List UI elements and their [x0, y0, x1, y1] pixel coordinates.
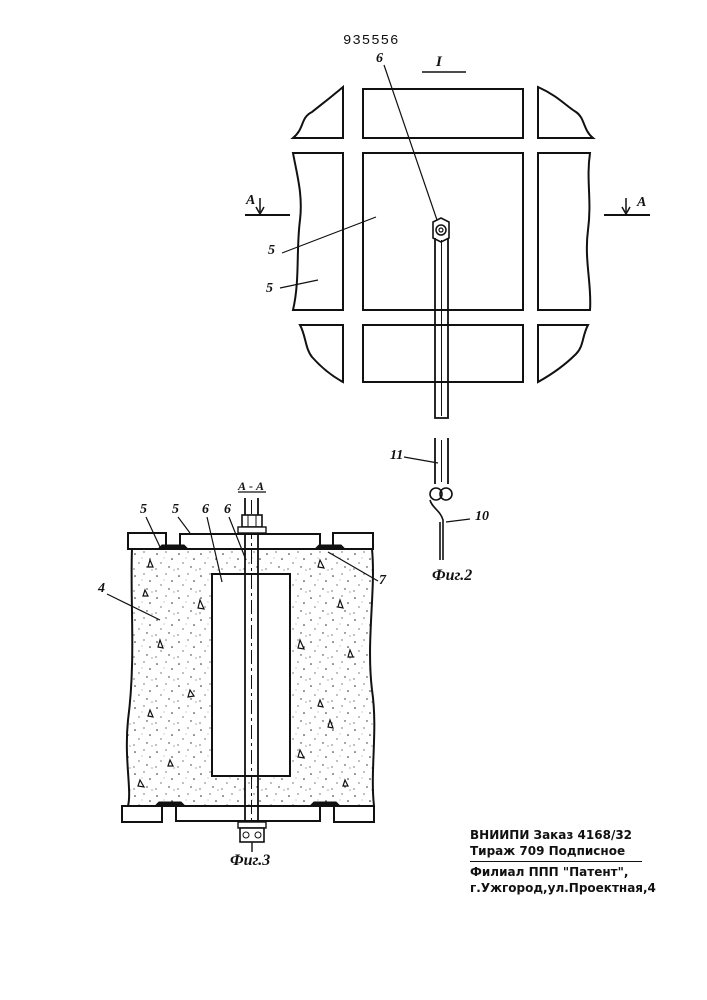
- imprint-line-4: г.Ужгород,ул.Проектная,4: [470, 880, 648, 896]
- patent-number: 935556: [343, 33, 399, 49]
- panel-bottom: [363, 325, 523, 382]
- figure-3: [107, 492, 378, 852]
- callout-panel-a: 5: [268, 244, 275, 258]
- callout-panel-b: 5: [266, 282, 273, 296]
- callout-bolt-fig3: 6: [224, 503, 231, 517]
- imprint-line-3: Филиал ППП "Патент",: [470, 864, 648, 880]
- bottom-plate-left: [122, 806, 162, 822]
- section-mark-left: А: [246, 194, 255, 208]
- top-nut: [242, 515, 262, 527]
- panel-corner-bottom-left: [300, 325, 343, 382]
- figure-2: [245, 65, 650, 560]
- panel-left: [293, 153, 343, 310]
- imprint-block: ВНИИПИ Заказ 4168/32 Тираж 709 Подписное…: [470, 827, 648, 896]
- panel-corner-top-left: [293, 87, 343, 138]
- hook: [430, 500, 443, 560]
- section-title: А - А: [238, 480, 264, 492]
- bottom-nut: [240, 828, 264, 842]
- callout-insert: 6: [202, 503, 209, 517]
- figure-2-caption: Фиг.2: [432, 568, 472, 584]
- callout-hook: 10: [475, 510, 489, 524]
- bottom-plate-center: [176, 806, 320, 821]
- imprint-divider: [470, 861, 642, 862]
- bottom-plate-right: [334, 806, 374, 822]
- panel-right: [538, 153, 590, 310]
- imprint-line-1: ВНИИПИ Заказ 4168/32: [470, 827, 648, 843]
- view-label: I: [436, 55, 442, 70]
- callout-panel-top: 5: [172, 503, 179, 517]
- panel-corner-top-right: [538, 87, 593, 138]
- panel-corner-bottom-right: [538, 325, 588, 382]
- top-plate-center: [180, 534, 320, 549]
- callout-concrete: 4: [98, 582, 105, 596]
- panel-top: [363, 89, 523, 138]
- callout-gasket: 7: [379, 574, 386, 588]
- imprint-line-2: Тираж 709 Подписное: [470, 843, 648, 859]
- callout-panel-left: 5: [140, 503, 147, 517]
- callout-rod: 11: [390, 449, 403, 463]
- callout-bolt-fig2: 6: [376, 52, 383, 66]
- figure-3-caption: Фиг.3: [230, 853, 270, 869]
- section-mark-right: А: [637, 196, 646, 210]
